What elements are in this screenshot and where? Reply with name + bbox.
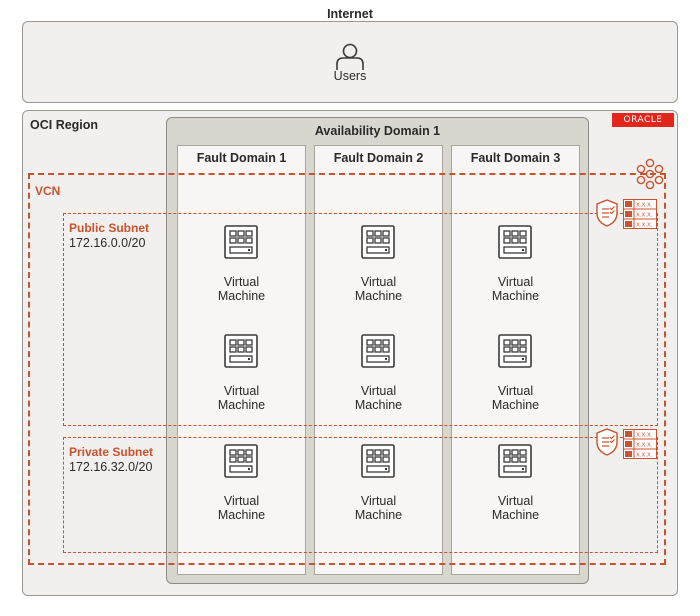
public-subnet-title: Public Subnet [69,221,150,235]
users-label: Users [333,69,367,83]
virtual-machine-label-line1: Virtual [223,275,260,289]
vcn-network-icon [636,158,664,190]
fault-domain-3-title: Fault Domain 3 [470,151,561,165]
public-subnet-cidr: 172.16.0.0/20 [69,236,146,250]
virtual-machine-label-line1: Virtual [497,494,534,508]
virtual-machine-label-line1: Virtual [360,494,397,508]
virtual-machine-label-line2: Machine [354,398,403,412]
users-icon [336,43,364,70]
route-table-cell: X.X.X. [636,203,653,209]
virtual-machine-icon [498,225,532,259]
virtual-machine-label-line2: Machine [217,289,266,303]
virtual-machine-icon [361,225,395,259]
route-table-cell: X.X.X. [636,223,653,229]
virtual-machine-label-line1: Virtual [497,275,534,289]
virtual-machine-label-line1: Virtual [223,384,260,398]
route-table-icon: X.X.X. X.X.X. X.X.X. [623,199,657,229]
internet-box [22,21,678,103]
virtual-machine-label-line2: Machine [491,289,540,303]
route-table-icon: X.X.X. X.X.X. X.X.X. [623,429,657,459]
virtual-machine-label-line2: Machine [217,398,266,412]
virtual-machine-label-line2: Machine [354,508,403,522]
virtual-machine-label-line2: Machine [491,508,540,522]
route-table-cell: X.X.X. [636,453,653,459]
security-list-icon [596,428,618,456]
oci-region-title: OCI Region [30,118,99,132]
oracle-logo: ORACLE [612,113,674,127]
route-table-cell: X.X.X. [636,433,653,439]
route-table-cell: X.X.X. [636,443,653,449]
virtual-machine-label-line2: Machine [491,398,540,412]
private-subnet-title: Private Subnet [69,445,154,459]
virtual-machine-label-line2: Machine [217,508,266,522]
virtual-machine-icon [361,444,395,478]
private-subnet-cidr: 172.16.32.0/20 [69,460,153,474]
public-subnet-boundary [63,213,658,426]
virtual-machine-label-line1: Virtual [223,494,260,508]
virtual-machine-label-line1: Virtual [497,384,534,398]
route-table-cell: X.X.X. [636,213,653,219]
internet-title: Internet [327,7,373,21]
virtual-machine-icon [224,334,258,368]
virtual-machine-icon [498,334,532,368]
vcn-boundary [28,173,666,565]
security-list-icon [596,199,618,227]
virtual-machine-icon [361,334,395,368]
vcn-title: VCN [35,184,61,198]
fault-domain-2-title: Fault Domain 2 [333,151,424,165]
virtual-machine-label-line1: Virtual [360,275,397,289]
virtual-machine-icon [498,444,532,478]
fault-domain-1-title: Fault Domain 1 [196,151,287,165]
virtual-machine-label-line2: Machine [354,289,403,303]
virtual-machine-icon [224,225,258,259]
virtual-machine-icon [224,444,258,478]
availability-domain-title: Availability Domain 1 [314,124,441,138]
virtual-machine-label-line1: Virtual [360,384,397,398]
private-subnet-boundary [63,437,658,553]
